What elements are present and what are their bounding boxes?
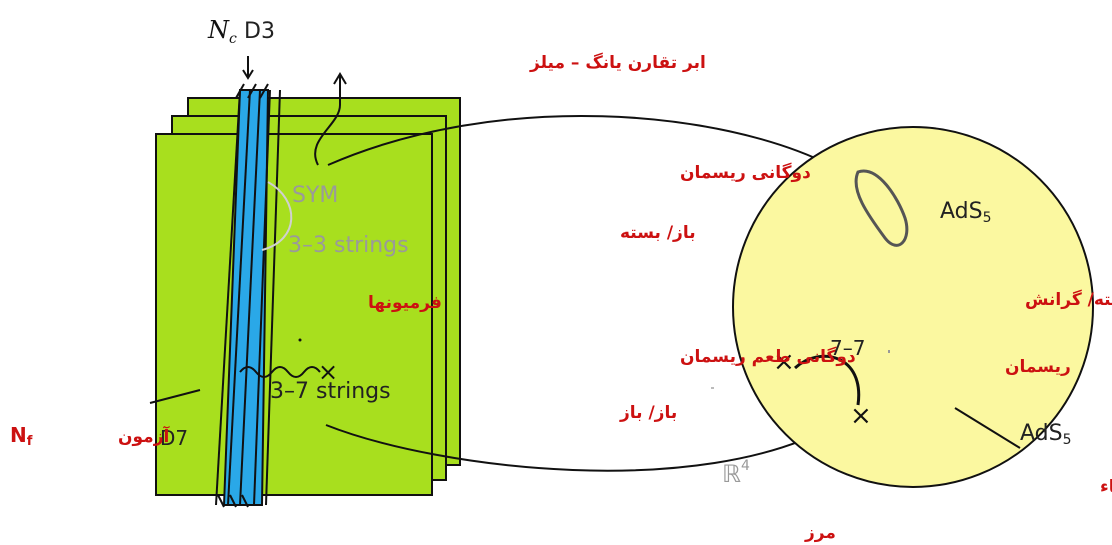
yang-mills-cloud-label: ابر تقارن یانگ – میلز <box>529 52 706 73</box>
string-37-endpoint-x: × <box>318 358 338 386</box>
string-37-wavy <box>239 366 321 378</box>
ads5-right-label: AdS5 <box>1020 421 1072 448</box>
small-dot <box>298 338 302 342</box>
cross-upper: × <box>773 347 795 377</box>
string-label: ریسمان <box>1005 357 1071 377</box>
yang-mills-arrow <box>314 75 341 166</box>
lower-duality-arrow <box>325 424 836 472</box>
ads5-top-label: AdS5 <box>940 199 992 226</box>
d3-brane-line-2 <box>227 89 251 506</box>
cross-lower: × <box>850 401 872 431</box>
boundary-label: مرز <box>804 523 836 543</box>
d7-sheet-front <box>155 133 433 496</box>
nf-label: Nf <box>10 423 33 449</box>
string-33-loop <box>261 181 293 251</box>
strings-77-label: 7–7 <box>830 336 865 360</box>
d7-label: D7 <box>160 426 188 450</box>
fermions-label: فرمیونها <box>368 293 442 313</box>
membrane-pointer-line <box>954 407 1021 449</box>
test-label: آزمون <box>118 425 170 447</box>
strings-37-label: 3–7 strings <box>270 379 391 404</box>
r4-label: ℝ4 <box>722 458 750 488</box>
nc-label: Nc <box>207 16 237 47</box>
closed-strings-gravity-label: ریسمانهای بسته/ گرانش <box>1025 289 1112 310</box>
string-duality-line2: باز/ بسته <box>620 223 696 243</box>
closed-string-loop <box>854 169 909 247</box>
flavor-duality-line1: دوگانی طعم ریسمان <box>680 346 856 367</box>
speck-2 <box>888 350 890 353</box>
ads5-bulk-circle <box>732 126 1094 488</box>
string-duality-line1: دوگانی ریسمان <box>680 162 811 183</box>
d3-brane-line-4 <box>253 89 271 506</box>
d7-pointer-line <box>149 389 201 404</box>
d3-brane-bottom-ticks <box>217 494 249 508</box>
speck-1 <box>711 387 714 389</box>
d3-brane-top-ticks <box>235 83 269 99</box>
sym-label: SYM <box>292 183 338 208</box>
membrane-label: غشاء <box>1100 477 1112 497</box>
flavor-duality-line2: باز/ باز <box>619 403 677 423</box>
d3-brane-line-5 <box>265 89 281 506</box>
d3-brane-line-3 <box>239 89 261 506</box>
d3-brane-stack <box>215 83 281 508</box>
strings-33-label: 3–3 strings <box>288 233 409 258</box>
d3-brane-line-1 <box>215 89 241 506</box>
string-77-arrow <box>793 354 861 406</box>
upper-duality-arrow <box>327 114 831 166</box>
d3-down-arrowhead <box>242 69 254 80</box>
yang-mills-arrowhead <box>333 72 347 85</box>
d3-label: D3 <box>244 19 275 44</box>
